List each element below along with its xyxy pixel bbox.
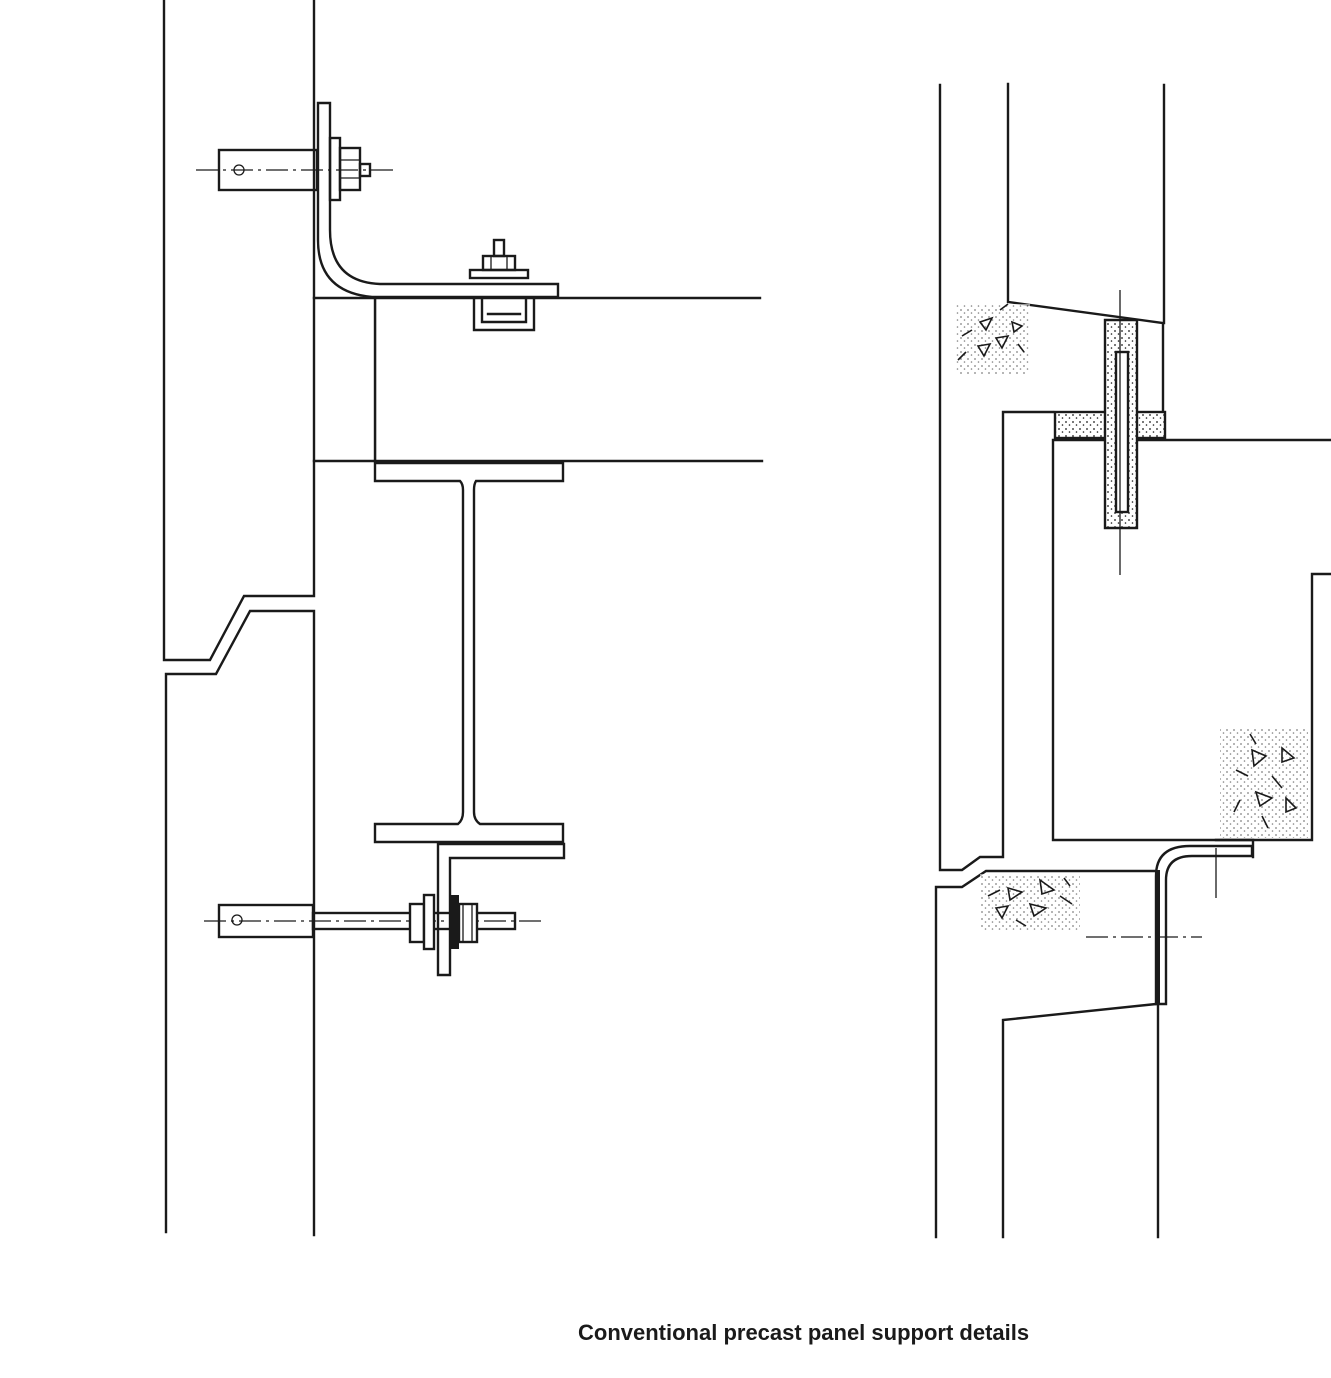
leg-bolt-nut <box>481 254 517 272</box>
support-angle <box>1154 844 1254 1006</box>
lower-washer-right <box>451 895 459 949</box>
dowel-bar <box>1114 350 1130 514</box>
lower-washer-left <box>422 893 436 951</box>
top-bolt-nut <box>338 146 362 192</box>
top-bolt-stub <box>358 162 372 178</box>
lower-angle-clip <box>436 842 566 977</box>
lower-nut-right <box>457 902 479 944</box>
figure-caption: Conventional precast panel support detai… <box>578 1320 1030 1345</box>
lower-panel <box>1001 1002 1158 1239</box>
upper-precast-panel <box>162 0 316 662</box>
panel-outer-face-lower <box>934 869 1162 1239</box>
lower-precast-panel <box>164 609 316 1237</box>
top-bolt-washer <box>328 136 342 202</box>
top-angle-bracket <box>316 101 560 299</box>
leg-bolt-shank <box>492 238 506 258</box>
left-detail <box>162 0 764 1237</box>
floor-slab-lower <box>1214 572 1331 842</box>
right-detail <box>934 82 1331 1239</box>
lower-insert-hole <box>231 914 243 926</box>
panel-outer-face <box>938 83 1055 872</box>
channel-insert <box>472 298 536 332</box>
leg-bolt-washer <box>468 268 530 280</box>
aggregate-hatch-middle <box>1220 728 1308 838</box>
aggregate-hatch-lower <box>980 874 1080 930</box>
aggregate-hatch-upper <box>955 303 1030 374</box>
lower-nut-left <box>408 902 426 944</box>
upper-panel <box>1006 82 1165 414</box>
steel-i-beam <box>373 461 565 844</box>
